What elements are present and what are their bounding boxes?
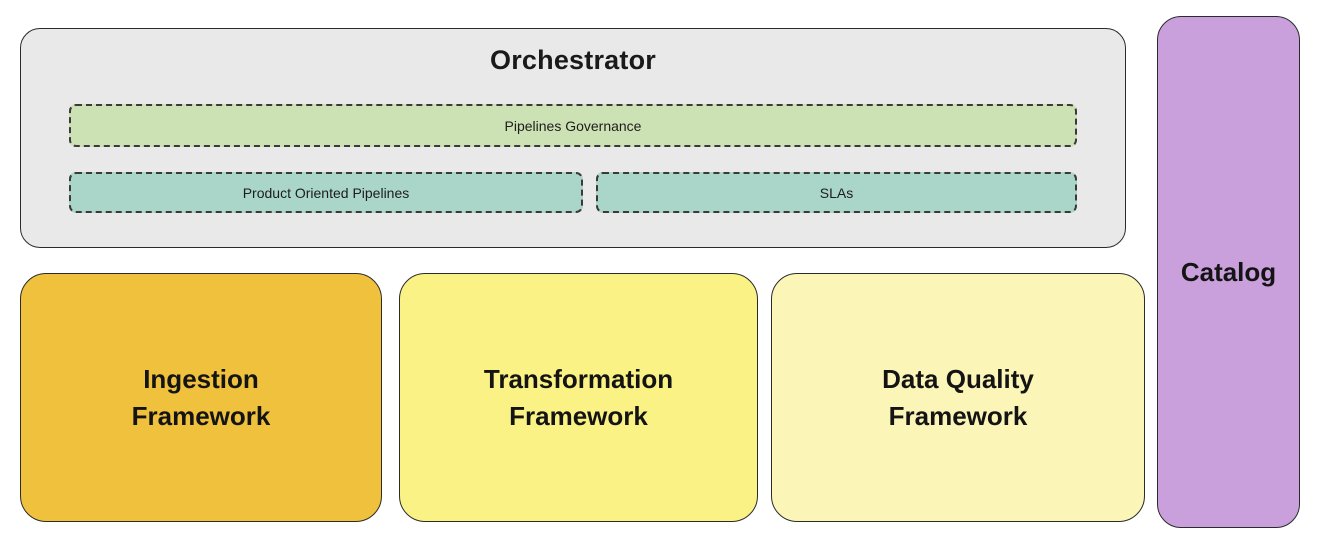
framework-label-line-2: Framework bbox=[131, 400, 271, 431]
framework-label-line-1: Transformation bbox=[483, 363, 674, 394]
catalog-label: Catalog bbox=[1180, 256, 1277, 287]
framework-card-data-quality: Data Quality Framework bbox=[771, 273, 1145, 522]
framework-label-line-1: Ingestion bbox=[143, 363, 259, 394]
orchestrator-item-product-oriented-pipelines: Product Oriented Pipelines bbox=[69, 172, 583, 213]
framework-label-line-2: Framework bbox=[509, 400, 648, 431]
framework-card-label: Transformation Framework bbox=[484, 361, 673, 435]
framework-card-label: Data Quality Framework bbox=[882, 361, 1034, 435]
framework-label-line-2: Framework bbox=[888, 400, 1028, 431]
orchestrator-item-label: Pipelines Governance bbox=[504, 117, 642, 134]
catalog-column: Catalog bbox=[1157, 16, 1300, 528]
orchestrator-title: Orchestrator bbox=[490, 45, 656, 75]
orchestrator-item-label: Product Oriented Pipelines bbox=[242, 184, 410, 201]
framework-card-ingestion: Ingestion Framework bbox=[20, 273, 382, 522]
framework-card-label: Ingestion Framework bbox=[132, 361, 271, 435]
framework-label-line-1: Data Quality bbox=[882, 363, 1034, 394]
orchestrator-container: Orchestrator Pipelines Governance Produc… bbox=[20, 28, 1126, 248]
framework-card-transformation: Transformation Framework bbox=[399, 273, 758, 522]
orchestrator-item-slas: SLAs bbox=[596, 172, 1077, 213]
orchestrator-item-label: SLAs bbox=[819, 184, 854, 201]
orchestrator-item-pipelines-governance: Pipelines Governance bbox=[69, 104, 1077, 147]
